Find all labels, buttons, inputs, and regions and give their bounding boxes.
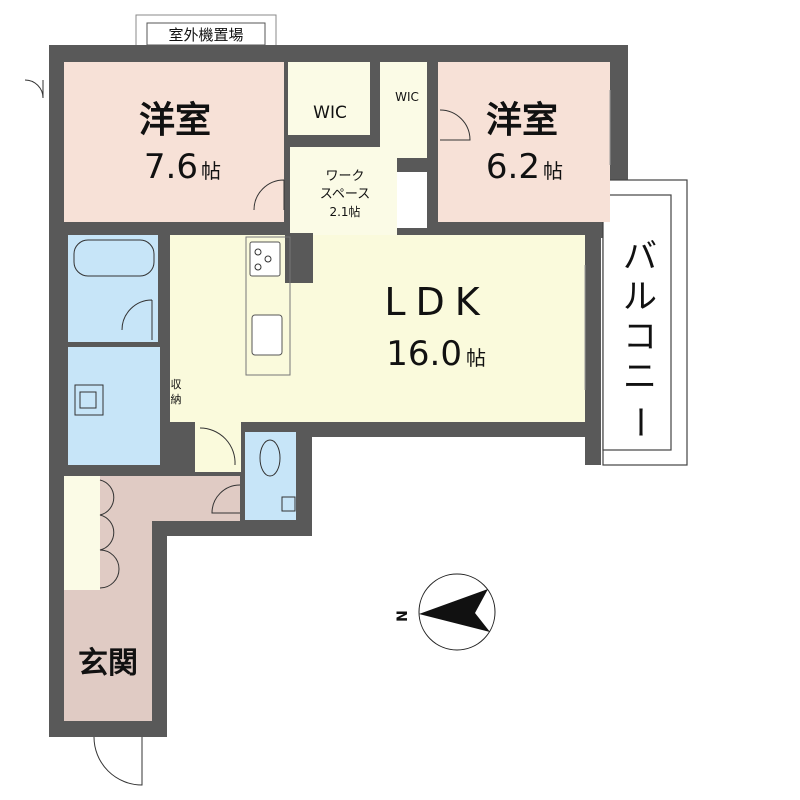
balcony-inner <box>602 194 672 451</box>
closet-door-arcs <box>99 479 120 589</box>
kitchen-wall <box>285 233 313 283</box>
shoe-closet <box>64 476 100 590</box>
entrance <box>64 590 152 721</box>
bedroom-2-size: 6.2 <box>486 147 540 187</box>
sink-icon <box>251 314 283 356</box>
door-arc <box>253 179 285 211</box>
compass: N <box>395 573 496 651</box>
bedroom-1 <box>64 62 284 222</box>
walk-in-closet-1 <box>288 62 370 135</box>
workspace-label-2: スペース <box>320 187 370 202</box>
outdoor-unit-label: 室外機置場 <box>168 26 243 44</box>
door-arc <box>199 427 236 466</box>
entrance-door-arc <box>93 736 143 786</box>
workspace-size: 2.1帖 <box>329 204 360 219</box>
storage-label-2: 納 <box>171 393 182 406</box>
bedroom-1-size: 7.6 <box>144 147 198 187</box>
washroom <box>68 347 160 465</box>
workspace <box>290 147 397 237</box>
doors <box>24 79 611 786</box>
storage-label-1: 収 <box>171 378 182 391</box>
bedroom-2-name: 洋室 <box>486 100 558 141</box>
kitchen-counter <box>245 236 291 376</box>
balcony-label: バ ル コ ニ ー <box>619 237 659 439</box>
balcony-char: ー <box>619 405 659 439</box>
ldk-unit: 帖 <box>466 346 486 370</box>
ldk-doorway <box>195 420 241 472</box>
storage-wall <box>160 370 170 445</box>
walk-in-closet-2 <box>380 62 427 158</box>
bedroom-1-name: 洋室 <box>139 100 211 141</box>
bathroom <box>68 235 158 342</box>
bedroom-2 <box>438 62 610 222</box>
door-arc <box>211 484 241 514</box>
ldk <box>170 235 585 422</box>
closet-small <box>397 172 427 228</box>
toilet-icon <box>259 439 281 477</box>
burner-icon <box>254 263 262 271</box>
north-arrow-icon <box>419 589 490 632</box>
door-arc <box>439 109 471 141</box>
door-arc <box>24 79 44 99</box>
balcony-char: バ <box>623 237 657 277</box>
burner-icon <box>254 248 262 256</box>
ldk-size: 16.0 <box>386 334 462 374</box>
door-arc <box>121 299 153 340</box>
balcony-char: ニ <box>623 357 657 397</box>
ldk-name: LDK <box>384 280 489 324</box>
handwash-icon <box>281 496 296 512</box>
north-label: N <box>395 610 411 622</box>
balcony-char: コ <box>623 317 657 357</box>
wic-2-label: WIC <box>395 90 419 104</box>
wic-1-label: WIC <box>313 103 347 123</box>
hallway <box>64 476 240 590</box>
bathtub-icon <box>73 239 155 277</box>
balcony-char: ル <box>623 277 657 317</box>
burner-icon <box>264 255 272 263</box>
workspace-label-1: ワーク <box>325 169 364 184</box>
entrance-label: 玄関 <box>78 646 138 681</box>
washbasin-icon <box>74 384 104 416</box>
bedroom-2-unit: 帖 <box>543 159 563 183</box>
bedroom-1-unit: 帖 <box>201 159 221 183</box>
